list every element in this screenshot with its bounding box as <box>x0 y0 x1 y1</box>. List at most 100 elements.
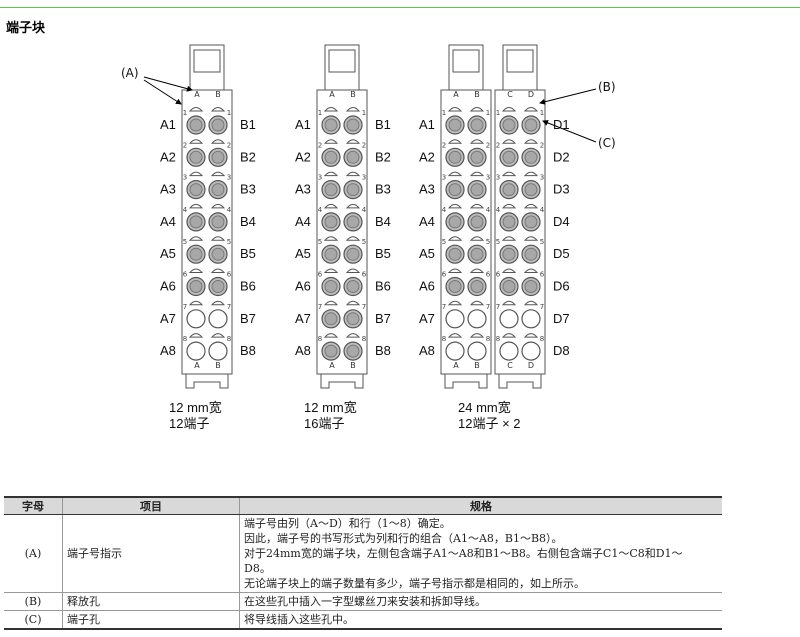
release-hole <box>523 300 539 306</box>
latch-window <box>506 49 534 73</box>
row-number: 4 <box>442 206 447 214</box>
row-number: 2 <box>540 141 544 149</box>
release-hole <box>523 107 539 112</box>
release-hole <box>469 203 485 209</box>
column-letter-top: A <box>453 90 459 99</box>
cell-spec: 将导线插入这些孔中。 <box>239 610 722 630</box>
wire-clamp <box>448 247 462 261</box>
terminal-label-right: D2 <box>553 149 570 164</box>
column-letter-top: A <box>329 90 335 99</box>
wire-clamp <box>470 215 484 229</box>
release-hole <box>188 268 204 273</box>
latch-window <box>328 49 356 73</box>
column-letter-bottom: B <box>350 361 356 370</box>
callout-c-label: (C) <box>598 136 616 150</box>
callout-a-arrow <box>143 76 193 92</box>
release-hole <box>501 139 517 144</box>
terminal-hole <box>445 309 465 329</box>
cell-spec: 在这些孔中插入一字型螺丝刀来安装和拆卸导线。 <box>239 592 722 611</box>
terminal-label-right: B8 <box>240 343 256 358</box>
release-hole <box>447 107 463 112</box>
row-number: 6 <box>496 271 501 279</box>
cell-spec: 端子号由列（A～D）和行（1～8）确定。因此，端子号的书写形式为列和行的组合（A… <box>239 514 722 593</box>
cell-item: 释放孔 <box>62 592 240 611</box>
row-number: 3 <box>486 174 490 182</box>
column-letter-top: C <box>507 90 513 99</box>
row-number: 7 <box>318 303 322 311</box>
terminal-label-right: B5 <box>240 246 256 261</box>
row-number: 5 <box>318 238 322 246</box>
wire-clamp <box>346 215 360 229</box>
terminal-label-left: A1 <box>295 117 311 132</box>
terminal-label-right: B3 <box>375 182 391 197</box>
row-number: 6 <box>486 271 491 279</box>
wire-clamp <box>502 150 516 164</box>
row-number: 4 <box>540 206 545 214</box>
terminal-hole <box>521 341 541 361</box>
release-hole <box>469 139 485 144</box>
column-letter-bottom: A <box>453 361 459 370</box>
wire-clamp <box>346 118 360 132</box>
terminal-label-right: B2 <box>240 149 256 164</box>
row-number: 7 <box>540 303 544 311</box>
spec-line: 将导线插入这些孔中。 <box>244 613 354 626</box>
terminal-label-left: A1 <box>160 117 176 132</box>
wire-clamp <box>524 215 538 229</box>
row-number: 7 <box>442 303 446 311</box>
wire-clamp <box>324 215 338 229</box>
row-number: 7 <box>486 303 490 311</box>
wire-clamp <box>346 183 360 197</box>
column-letter-bottom: B <box>215 361 221 370</box>
column-letter-bottom: A <box>194 361 200 370</box>
block-caption-width: 12 mm宽 <box>304 400 357 415</box>
cell-letter: (C) <box>4 610 63 630</box>
wire-clamp <box>502 183 516 197</box>
row-number: 4 <box>183 206 188 214</box>
spec-line: D8。 <box>244 562 271 575</box>
callout-a-label: (A) <box>121 66 139 80</box>
release-hole <box>501 171 517 177</box>
terminal-hole <box>467 341 487 361</box>
row-number: 6 <box>540 271 545 279</box>
row-number: 1 <box>442 109 446 117</box>
row-number: 2 <box>183 141 187 149</box>
wire-clamp <box>189 118 203 132</box>
row-number: 4 <box>486 206 491 214</box>
row-number: 3 <box>318 174 322 182</box>
release-hole <box>345 171 361 177</box>
terminal-label-left: A3 <box>419 182 435 197</box>
spec-table: 字母 项目 规格 (A)端子号指示端子号由列（A～D）和行（1～8）确定。因此，… <box>4 496 722 630</box>
release-hole <box>447 203 463 209</box>
block-caption-terminals: 12端子 × 2 <box>458 416 521 431</box>
release-hole <box>469 171 485 177</box>
cell-item: 端子孔 <box>62 610 240 630</box>
column-letter-top: A <box>194 90 200 99</box>
wire-clamp <box>324 183 338 197</box>
column-letter-top: B <box>350 90 356 99</box>
row-number: 2 <box>227 141 231 149</box>
terminal-label-left: A1 <box>419 117 435 132</box>
release-hole <box>447 171 463 177</box>
terminal-label-right: D8 <box>553 343 570 358</box>
release-hole <box>345 333 361 338</box>
release-hole <box>447 300 463 306</box>
terminal-label-right: B7 <box>240 311 256 326</box>
release-hole <box>345 203 361 209</box>
callout-c-arrow <box>542 120 597 143</box>
row-number: 5 <box>183 238 187 246</box>
terminal-label-left: A5 <box>419 246 435 261</box>
column-letter-bottom: B <box>474 361 480 370</box>
terminal-hole <box>208 341 228 361</box>
wire-clamp <box>448 150 462 164</box>
wire-clamp <box>189 247 203 261</box>
terminal-label-left: A5 <box>295 246 311 261</box>
terminal-label-right: B2 <box>375 149 391 164</box>
row-number: 7 <box>183 303 187 311</box>
row-number: 1 <box>540 109 544 117</box>
column-letter-top: B <box>215 90 221 99</box>
release-hole <box>210 107 226 112</box>
latch-window <box>193 49 221 73</box>
wire-clamp <box>211 280 225 293</box>
release-hole <box>323 107 339 112</box>
row-number: 1 <box>227 109 231 117</box>
